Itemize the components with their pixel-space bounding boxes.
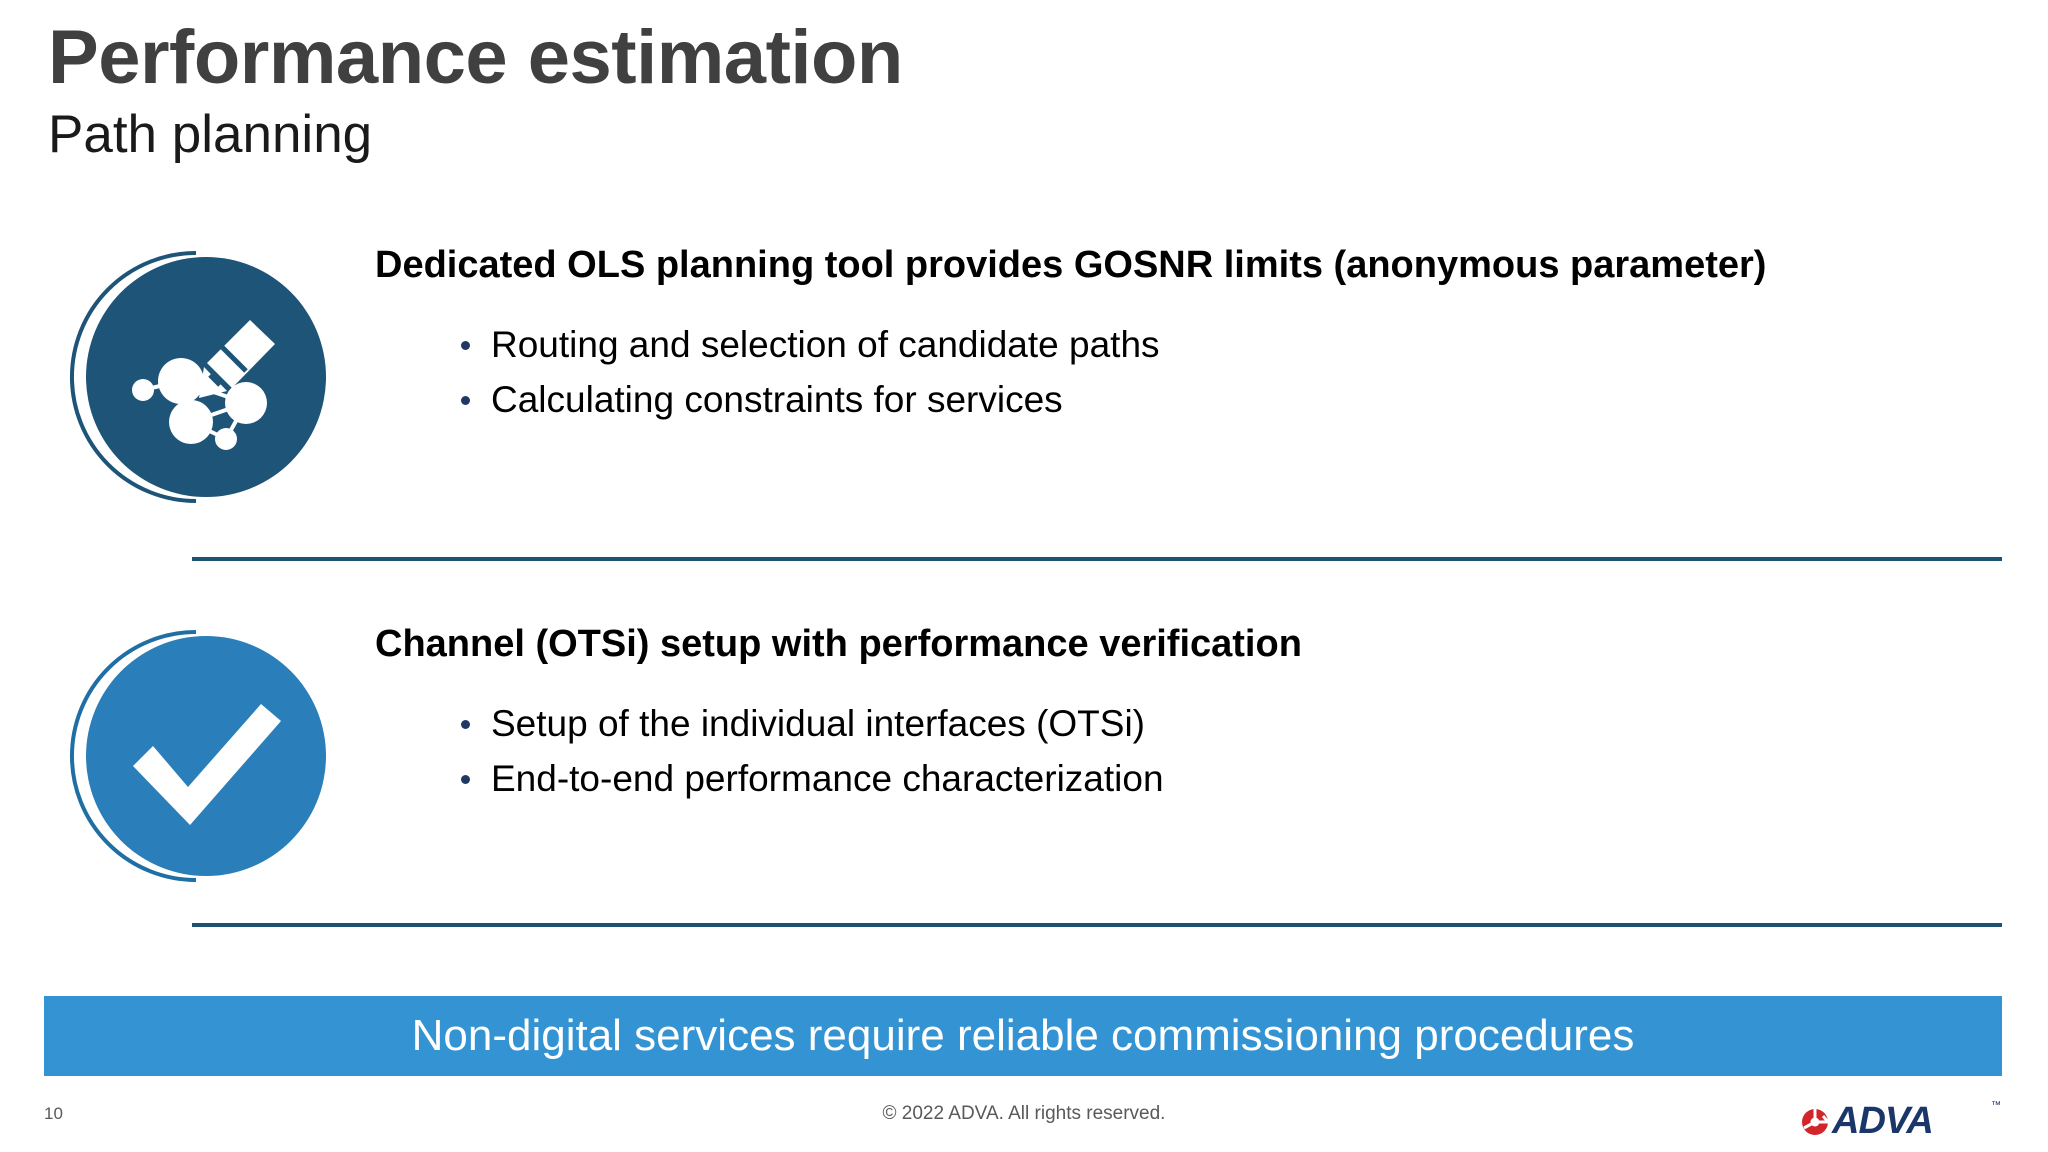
list-item-label: Setup of the individual interfaces (OTSi…	[491, 702, 1145, 744]
list-item-label: End-to-end performance characterization	[491, 757, 1164, 799]
arc-decoration-icon	[70, 251, 197, 503]
section-heading: Dedicated OLS planning tool provides GOS…	[375, 244, 1767, 286]
bullet-dot-icon	[461, 774, 470, 784]
network-pencil-icon	[132, 320, 275, 450]
icon-network-pencil	[48, 243, 326, 511]
bullet-list: Setup of the individual interfaces (OTSi…	[375, 702, 2015, 801]
list-item: Calculating constraints for services	[375, 378, 2015, 421]
page-subtitle: Path planning	[48, 104, 373, 164]
checkmark-icon	[133, 704, 281, 825]
bullet-dot-icon	[461, 395, 470, 405]
page-number: 10	[44, 1104, 63, 1123]
section-divider	[192, 923, 2002, 927]
title-block: Performance estimation Path planning	[48, 15, 1748, 164]
section-divider	[192, 557, 2002, 561]
text-column-2: Channel (OTSi) setup with performance ve…	[375, 622, 2015, 812]
highlight-banner: Non-digital services require reliable co…	[44, 996, 2002, 1076]
list-item-label: Routing and selection of candidate paths	[491, 323, 1160, 365]
icon-checkmark	[48, 622, 326, 890]
adva-logo: ADVA ™	[1802, 1100, 2001, 1140]
list-item-label: Calculating constraints for services	[491, 378, 1063, 420]
text-column-1: Dedicated OLS planning tool provides GOS…	[375, 243, 2015, 433]
copyright-notice: © 2022 ADVA. All rights reserved.	[882, 1103, 1166, 1124]
icon-disc	[86, 636, 326, 876]
list-item: Routing and selection of candidate paths	[375, 323, 2015, 366]
arc-decoration-icon	[70, 630, 197, 882]
section-heading: Channel (OTSi) setup with performance ve…	[375, 623, 1302, 665]
list-item: Setup of the individual interfaces (OTSi…	[375, 702, 2015, 745]
bullet-dot-icon	[461, 719, 470, 729]
bullet-list: Routing and selection of candidate paths…	[375, 323, 2015, 422]
svg-text:ADVA: ADVA	[1831, 1100, 1933, 1140]
svg-text:™: ™	[1991, 1100, 2001, 1111]
banner-text: Non-digital services require reliable co…	[411, 1011, 1635, 1060]
page-title: Performance estimation	[48, 15, 903, 100]
list-item: End-to-end performance characterization	[375, 757, 2015, 800]
bullet-dot-icon	[461, 340, 470, 350]
logo-mark-icon	[1802, 1109, 1832, 1135]
